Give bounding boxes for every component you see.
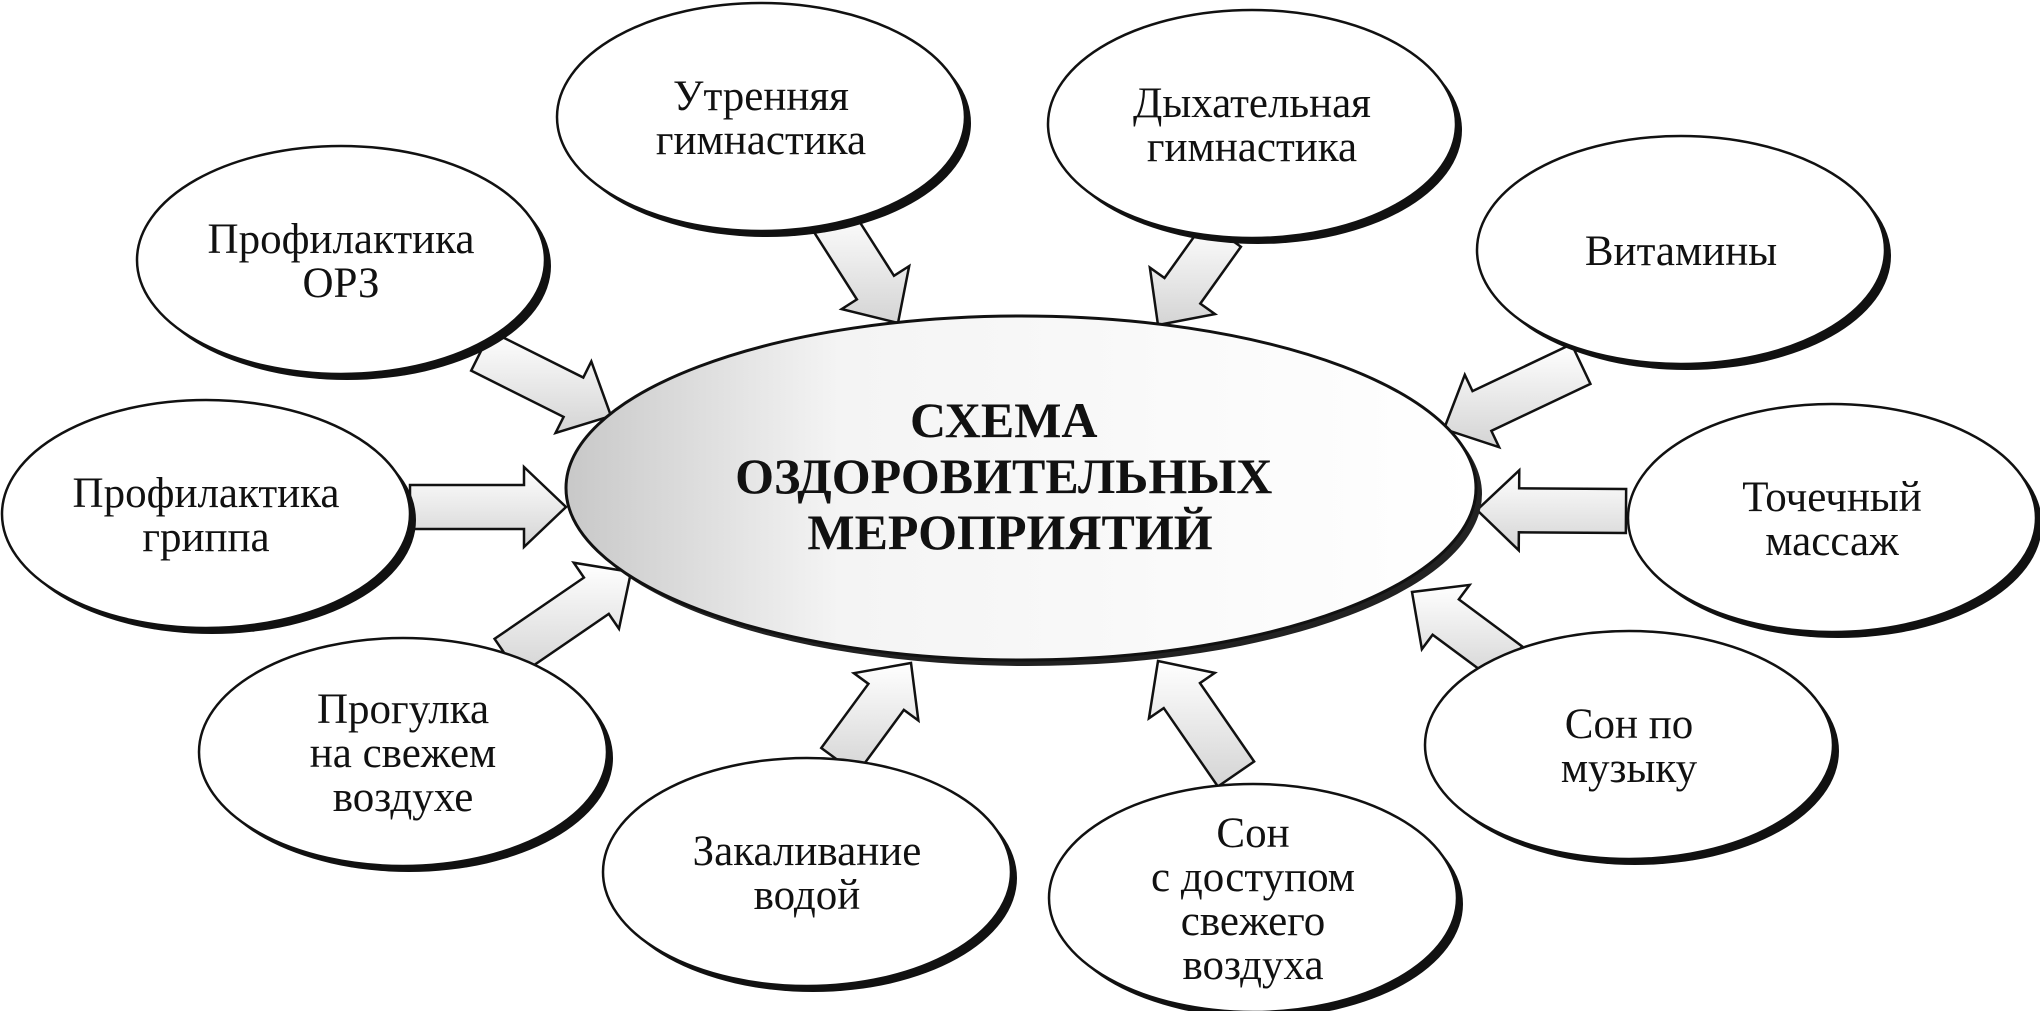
arrow-ari-prevention: [469, 329, 613, 436]
node-label-line: Закаливание: [693, 828, 922, 875]
node-ellipse: [1047, 782, 1459, 1011]
node-vitamins: Витамины: [1475, 134, 1891, 370]
node-ellipse: [1046, 8, 1458, 240]
node-label-line: Профилактика: [73, 470, 340, 517]
node-label-line: массаж: [1765, 518, 1899, 565]
node-ellipse: [601, 756, 1013, 988]
node-ellipse: [1475, 134, 1887, 366]
node-label-line: Профилактика: [208, 216, 475, 263]
node-label-line: на свежем: [310, 730, 497, 777]
node-label-line: с доступом: [1151, 854, 1355, 901]
arrow-vitamins: [1442, 342, 1593, 450]
node-label-line: Дыхательная: [1133, 80, 1371, 127]
central-ellipse: СХЕМА ОЗДОРОВИТЕЛЬНЫХ МЕРОПРИЯТИЙ: [564, 314, 1482, 666]
node-label: Витамины: [1585, 228, 1777, 275]
node-ellipse: [555, 1, 967, 233]
node-label-line: Прогулка: [317, 686, 489, 733]
node-label-line: гриппа: [142, 514, 269, 561]
arrow-sleep-fresh-air: [1147, 659, 1256, 789]
node-ellipse: [1423, 629, 1835, 861]
center-title-line: СХЕМА: [910, 392, 1098, 448]
node-label-line: Точечный: [1742, 474, 1922, 521]
node-ellipse: [135, 144, 547, 376]
center-title-line: ОЗДОРОВИТЕЛЬНЫХ: [735, 448, 1272, 504]
node-label-line: Сон по: [1565, 701, 1693, 748]
node-label-line: воздуха: [1182, 942, 1323, 989]
node-label-line: водой: [754, 872, 861, 919]
arrow-fresh-air-walk: [492, 561, 633, 677]
arrow-acupressure: [1475, 467, 1628, 554]
node-label-line: воздухе: [333, 774, 474, 821]
node-ellipse: [197, 636, 609, 868]
node-label-line: Витамины: [1585, 228, 1777, 275]
node-ellipse: [0, 398, 412, 630]
node-label-line: ОРЗ: [302, 260, 379, 307]
node-label-line: музыку: [1561, 745, 1698, 792]
node-label-line: гимнастика: [656, 117, 866, 164]
arrow-breathing-exercise: [1148, 219, 1243, 327]
center-title: СХЕМА ОЗДОРОВИТЕЛЬНЫХ МЕРОПРИЯТИЙ: [735, 392, 1285, 560]
arrow-water-hardening: [819, 661, 920, 776]
node-label-line: гимнастика: [1147, 124, 1357, 171]
node-ellipse: [1626, 402, 2038, 634]
center-title-line: МЕРОПРИЯТИЙ: [807, 504, 1212, 560]
node-label-line: Сон: [1216, 810, 1289, 857]
node-label-line: Утренняя: [673, 73, 849, 120]
arrow-flu-prevention: [408, 464, 568, 550]
node-label-line: свежего: [1181, 898, 1326, 945]
